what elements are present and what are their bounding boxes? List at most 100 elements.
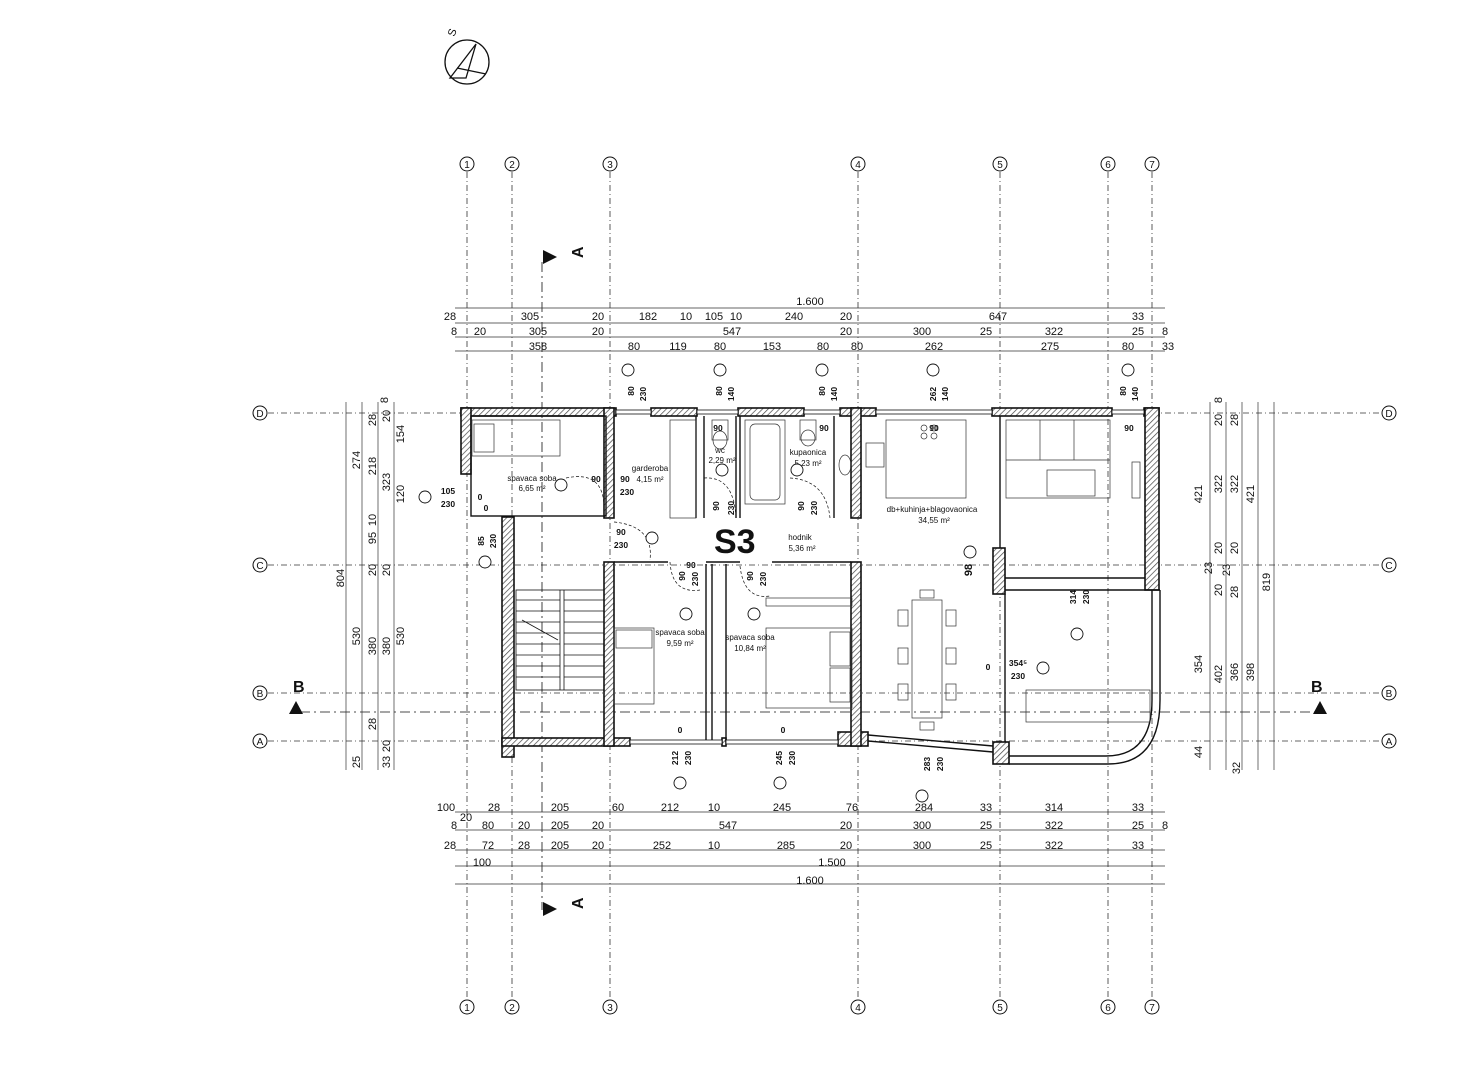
room-name: db+kuhinja+blagovaonica (887, 505, 978, 514)
opening-height: 230 (441, 499, 455, 509)
room-area: 9,59 m² (666, 639, 693, 648)
dim-top-r3: 80 (851, 341, 863, 353)
dim-left: 95 (367, 532, 379, 544)
dim-bottom-r1: 314 (1045, 802, 1063, 814)
dim-top-total: 1.600 (796, 296, 824, 308)
dim-top-r1: 28 (444, 311, 456, 323)
axis-label-a-right: A (1386, 737, 1393, 748)
door-height: 230 (614, 540, 628, 550)
dim-top-r3: 275 (1041, 341, 1059, 353)
axis-label-4-bottom: 4 (855, 1003, 861, 1014)
dim-bottom-r3: 72 (482, 840, 494, 852)
opening-width: 80 (1118, 386, 1128, 396)
room-name: spavaca soba (725, 633, 775, 642)
axis-label-2-top: 2 (509, 160, 515, 171)
right-dimension-lines (1209, 402, 1275, 770)
dim-right: 398 (1245, 663, 1257, 681)
axis-label-1-top: 1 (464, 160, 470, 171)
axis-label-4-top: 4 (855, 160, 861, 171)
section-label-a-top: A (570, 246, 587, 258)
door-mark: 90 (686, 560, 696, 570)
room-name: wc (714, 446, 725, 455)
dim-top-r2: 25 (980, 326, 992, 338)
door-swings (565, 476, 831, 597)
dim-right: 20 (1213, 414, 1225, 426)
dim-bottom-r1: 212 (661, 802, 679, 814)
dim-top-r1: 33 (1132, 311, 1144, 323)
dim-left: 274 (351, 451, 363, 469)
dim-left: 28 (367, 414, 379, 426)
dim-top-r2: 8 (1162, 326, 1168, 338)
dim-right: 421 (1193, 485, 1205, 503)
opening-width: 80 (626, 386, 636, 396)
dim-bottom-r1: 284 (915, 802, 933, 814)
dim-right: 402 (1213, 665, 1225, 683)
dim-bottom-r1: 10 (708, 802, 720, 814)
dim-top-r1: 20 (840, 311, 852, 323)
opening-width: 283 (922, 757, 932, 771)
dim-top-r3: 153 (763, 341, 781, 353)
door-height: 230 (726, 501, 736, 515)
room-area: 10,84 m² (734, 644, 766, 653)
staircase (515, 589, 605, 691)
bottom-dimension-lines (455, 811, 1165, 885)
door-width: 90 (711, 501, 721, 511)
dim-bottom-r3: 28 (518, 840, 530, 852)
dim-bottom-r2: 300 (913, 820, 931, 832)
opening-height: 230 (935, 757, 945, 771)
door-mark: 90 (1124, 423, 1134, 433)
dim-top-r2: 300 (913, 326, 931, 338)
opening-width: 85 (476, 536, 486, 546)
opening-width: 262 (928, 387, 938, 401)
dim-top-r2: 8 (451, 326, 457, 338)
dim-top-r1: 647 (989, 311, 1007, 323)
opening-width: 80 (714, 386, 724, 396)
opening-height: 140 (940, 387, 950, 401)
door-mark: 90 (591, 474, 601, 484)
dim-right: 819 (1261, 573, 1273, 591)
section-line-a: A A (541, 246, 587, 916)
dim-bottom-r3: 28 (444, 840, 456, 852)
opening-width: 314 (1068, 590, 1078, 604)
opening-width: 245 (774, 751, 784, 765)
dim-bottom-r1: 100 (437, 802, 455, 814)
dim-bottom-r2: 205 (551, 820, 569, 832)
opening-height: 140 (1130, 387, 1140, 401)
horizontal-axes (268, 412, 1380, 742)
dim-right: 421 (1245, 485, 1257, 503)
dim-bottom-r3: 25 (980, 840, 992, 852)
opening-height: 140 (829, 387, 839, 401)
dim-bottom-r2: 8 (1162, 820, 1168, 832)
dim-bottom-r3: 285 (777, 840, 795, 852)
dim-bottom-r1: 33 (1132, 802, 1144, 814)
dim-right: 20 (1213, 542, 1225, 554)
dim-bottom-r1: 205 (551, 802, 569, 814)
dim-bottom-r1: 245 (773, 802, 791, 814)
dim-top-r1: 305 (521, 311, 539, 323)
dim-bottom-r3: 10 (708, 840, 720, 852)
dim-left: 20 (381, 564, 393, 576)
axis-label-1-bottom: 1 (464, 1003, 470, 1014)
dim-top-r3: 358 (529, 341, 547, 353)
dim-right: 322 (1213, 475, 1225, 493)
axis-label-d-right: D (1385, 409, 1392, 420)
dim-top-r3: 80 (628, 341, 640, 353)
dim-bottom-r1: 28 (488, 802, 500, 814)
dim-top-r3: 80 (714, 341, 726, 353)
dim-bottom-r1: 33 (980, 802, 992, 814)
opening-height: 140 (726, 387, 736, 401)
opening-height: 230 (1011, 671, 1025, 681)
room-area: 6,65 m² (518, 484, 545, 493)
dim-left: 33 (381, 756, 393, 768)
dim-bottom-r3: 20 (840, 840, 852, 852)
dim-left: 154 (395, 425, 407, 443)
dim-left: 530 (351, 627, 363, 645)
dim-bottom-r2: 322 (1045, 820, 1063, 832)
dim-top-r2: 322 (1045, 326, 1063, 338)
dim-left: 323 (381, 473, 393, 491)
dim-left: 25 (351, 756, 363, 768)
dim-left: 20 (381, 740, 393, 752)
room-area: 34,55 m² (918, 516, 950, 525)
door-width: 90 (677, 571, 687, 581)
door-mark: 90 (713, 423, 723, 433)
